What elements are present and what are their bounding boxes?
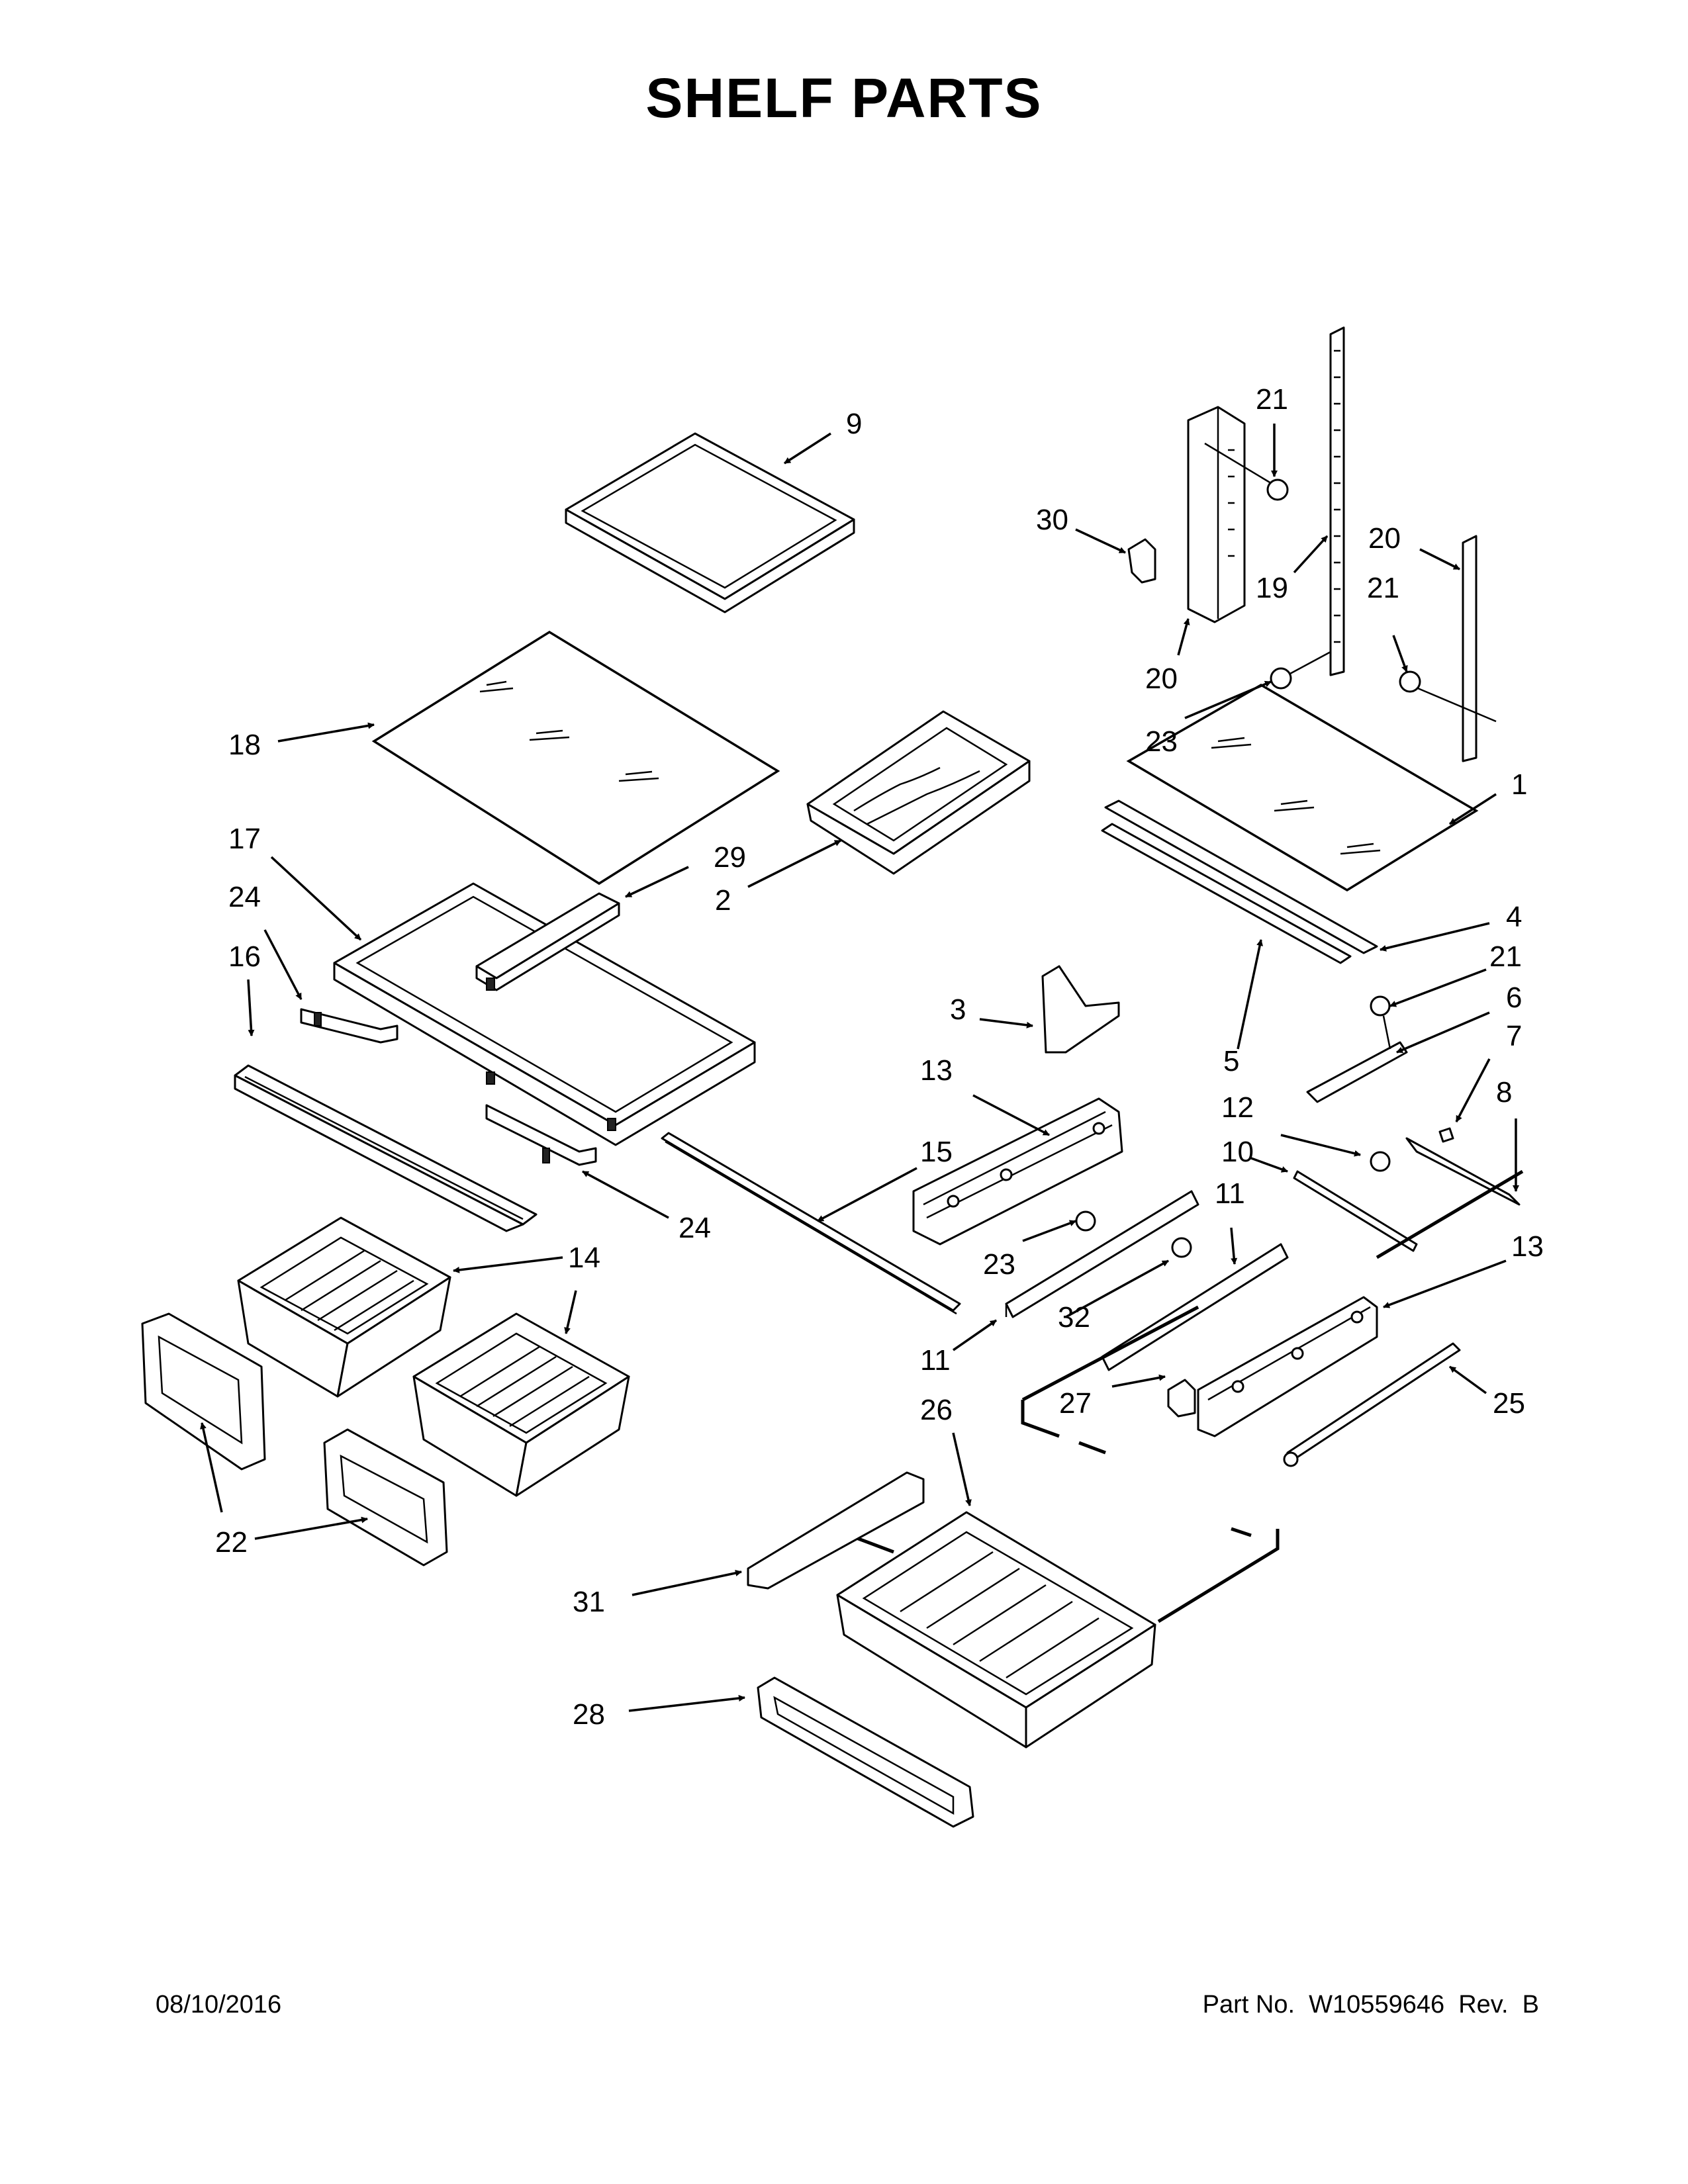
callout-13: 13 [920,1054,953,1087]
footer-date: 08/10/2016 [156,1991,282,2019]
part-3-bracket [1041,965,1120,1054]
part-12-screw [1370,1151,1391,1172]
callout-24: 24 [228,881,261,913]
part-9-shelf-frame [565,432,855,614]
callout-10: 10 [1221,1136,1254,1168]
leader-lines [200,424,1519,1712]
callout-7: 7 [1506,1020,1522,1052]
callout-22: 22 [215,1526,248,1559]
callout-26: 26 [920,1394,953,1426]
callout-16: 16 [228,940,261,973]
callout-15: 15 [920,1136,953,1168]
callout-12: 12 [1221,1091,1254,1124]
callout-14: 14 [568,1242,600,1274]
callout-29: 29 [714,841,746,874]
callout-30: 30 [1036,504,1068,536]
part-15-rod [661,1132,961,1315]
part-21-screw-right [1399,670,1497,723]
callout-13: 13 [1511,1230,1544,1263]
part-11-slide-left [1005,1190,1199,1318]
part-6-bracket [1306,1041,1408,1103]
part-14-crisper-drawer-upper [237,1216,451,1398]
part-10-rod [1293,1170,1418,1252]
part-32-screw [1171,1237,1192,1258]
callout-1: 1 [1511,768,1527,801]
page-title: SHELF PARTS [645,67,1043,129]
callout-32: 32 [1058,1301,1090,1334]
part-31-side-rail [747,1471,925,1590]
callout-11: 11 [1215,1177,1245,1210]
callout-4: 4 [1506,901,1522,933]
part-8-rail [1405,1137,1521,1206]
part-5-trim [1101,823,1352,964]
callout-3: 3 [950,993,966,1026]
part-26-basket [836,1511,1156,1749]
part-28-basket-front [757,1676,974,1828]
callout-18: 18 [228,729,261,761]
callout-labels: 9 21 30 20 21 19 20 23 18 1 17 29 2 24 4… [215,383,1544,1731]
part-24-bracket-upper [300,1008,399,1044]
part-7-clip [1438,1127,1454,1143]
part-19-vertical-rail [1329,326,1345,676]
callout-23: 23 [983,1248,1015,1281]
callout-24: 24 [679,1212,711,1244]
part-2-tray [806,710,1031,875]
callout-2: 2 [715,884,731,917]
part-21-screw-top [1204,442,1289,501]
part-23-screw-lower [1075,1210,1096,1232]
callout-27: 27 [1059,1387,1092,1420]
callout-19: 19 [1256,572,1288,604]
part-13-rail-lower [1197,1296,1378,1437]
callout-11: 11 [920,1344,951,1377]
part-1-glass-shelf [1126,683,1479,892]
part-16-trim [234,1064,538,1232]
part-24-bracket-lower [485,1104,597,1166]
callout-31: 31 [573,1586,605,1618]
part-4-trim [1104,799,1378,954]
part-27-clip [1167,1379,1196,1418]
callout-23: 23 [1145,725,1178,758]
callout-21: 21 [1489,940,1522,973]
part-25-bar [1283,1342,1461,1467]
part-20-rail-left [1187,406,1246,623]
callout-17: 17 [228,823,261,855]
part-30-clip [1127,538,1156,584]
callout-21: 21 [1367,572,1399,604]
footer-part-number: Part No. W10559646 Rev. B [1202,1991,1539,2019]
part-22-drawer-front-left [141,1312,266,1471]
callout-9: 9 [846,408,862,440]
part-20-rail-right [1462,535,1477,762]
part-17-shelf-frame [333,882,756,1146]
callout-28: 28 [573,1698,605,1731]
callout-5: 5 [1223,1045,1239,1077]
part-23-screw-top [1270,651,1331,690]
part-14-crisper-drawer-lower [412,1312,630,1497]
callout-8: 8 [1496,1076,1512,1109]
callout-6: 6 [1506,981,1522,1014]
part-21-screw-mid [1370,995,1391,1050]
part-13-rail-upper [912,1097,1123,1246]
callout-21: 21 [1256,383,1288,416]
part-18-glass-shelf [371,630,780,886]
callout-25: 25 [1493,1387,1525,1420]
callout-20: 20 [1145,662,1178,695]
part-22-drawer-front-right [323,1428,448,1567]
callout-20: 20 [1368,522,1401,555]
